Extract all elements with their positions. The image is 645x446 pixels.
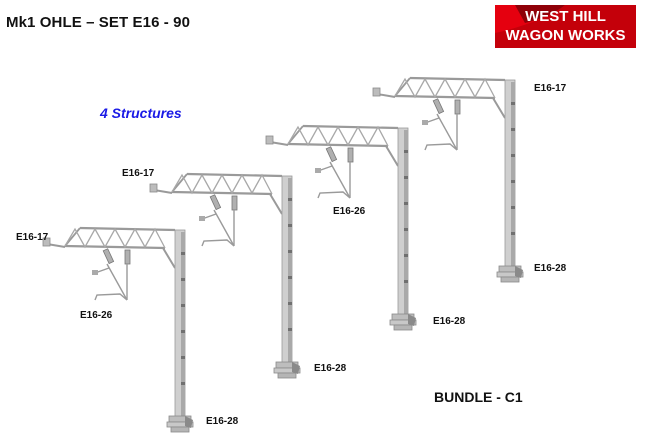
bundle-label: BUNDLE - C1 <box>434 389 523 405</box>
label-structure-4-base: E16-28 <box>534 263 567 274</box>
structure-4 <box>371 76 524 283</box>
brand-logo: WEST HILL WAGON WORKS <box>495 5 636 48</box>
structure-count: 4 Structures <box>100 105 182 121</box>
logo-line-2: WAGON WORKS <box>505 27 626 44</box>
page-title: Mk1 OHLE – SET E16 - 90 <box>6 14 191 31</box>
label-structure-2-base: E16-28 <box>314 363 347 374</box>
logo-line-1: WEST HILL <box>525 8 606 25</box>
label-structure-1-arm: E16-26 <box>80 310 113 321</box>
structure-2 <box>148 172 301 379</box>
structure-1 <box>41 226 194 433</box>
label-structure-1-top: E16-17 <box>16 232 49 243</box>
label-structure-4-top: E16-17 <box>534 83 567 94</box>
logo-background-icon <box>495 5 636 48</box>
label-structure-3-arm: E16-26 <box>333 206 366 217</box>
label-structure-2-top: E16-17 <box>122 168 155 179</box>
label-structure-3-base: E16-28 <box>433 316 466 327</box>
label-structure-1-base: E16-28 <box>206 416 239 427</box>
